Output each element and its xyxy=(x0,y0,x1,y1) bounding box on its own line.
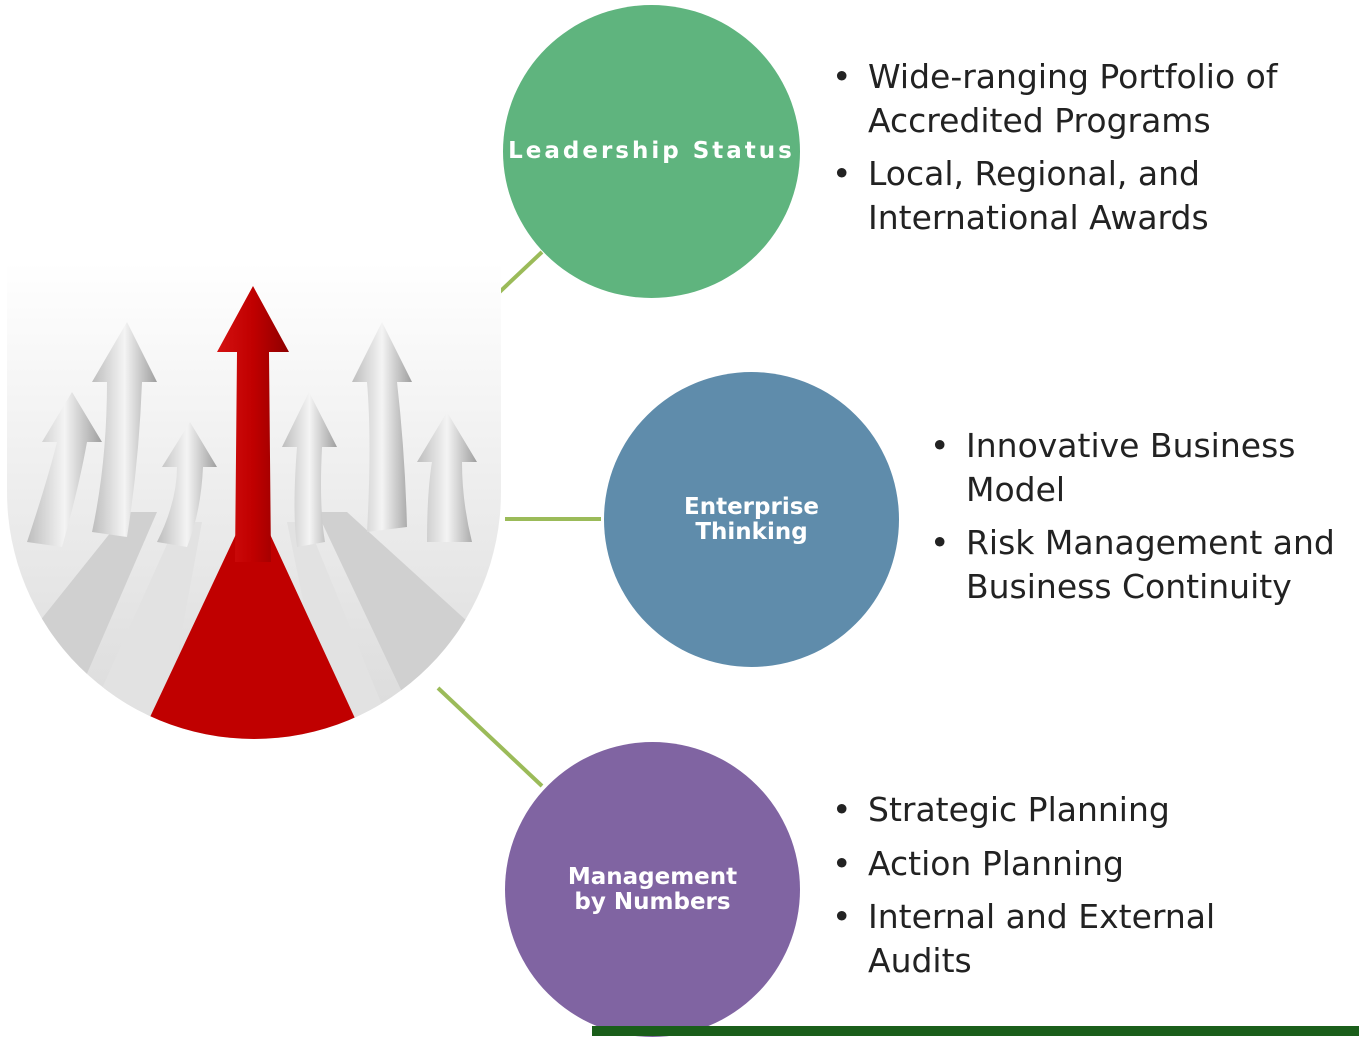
node-title: Leadership Status xyxy=(508,138,795,165)
bullet-list-management: Strategic Planning Action Planning Inter… xyxy=(832,788,1312,992)
connector-management xyxy=(436,686,544,788)
bullet-item: Wide-ranging Portfolio of Accredited Pro… xyxy=(832,55,1352,142)
footer-bar xyxy=(592,1026,1359,1036)
bullet-list-leadership: Wide-ranging Portfolio of Accredited Pro… xyxy=(832,55,1352,249)
grey-arrow xyxy=(157,422,217,547)
grey-arrow xyxy=(352,322,412,532)
node-title: Enterprise Thinking xyxy=(683,494,819,545)
bullet-list-enterprise: Innovative Business Model Risk Managemen… xyxy=(930,424,1355,618)
grey-arrow xyxy=(92,322,157,537)
red-lane xyxy=(127,532,377,739)
bullet-item: Risk Management and Business Continuity xyxy=(930,521,1355,608)
grey-arrow xyxy=(417,412,477,542)
bullet-item: Local, Regional, and International Award… xyxy=(832,152,1352,239)
grey-arrow xyxy=(282,392,337,547)
bullet-item: Action Planning xyxy=(832,842,1312,886)
bullet-item: Internal and External Audits xyxy=(832,895,1312,982)
bullet-item: Strategic Planning xyxy=(832,788,1312,832)
node-enterprise-thinking: Enterprise Thinking xyxy=(604,372,899,667)
node-leadership-status: Leadership Status xyxy=(503,5,800,298)
node-management-by-numbers: Management by Numbers xyxy=(505,742,800,1037)
grey-lane xyxy=(287,522,407,739)
bullet-item: Innovative Business Model xyxy=(930,424,1355,511)
arrows-growth-icon xyxy=(7,262,501,739)
grey-arrow xyxy=(27,392,102,547)
red-arrow xyxy=(217,286,289,562)
node-title: Management by Numbers xyxy=(567,864,738,915)
